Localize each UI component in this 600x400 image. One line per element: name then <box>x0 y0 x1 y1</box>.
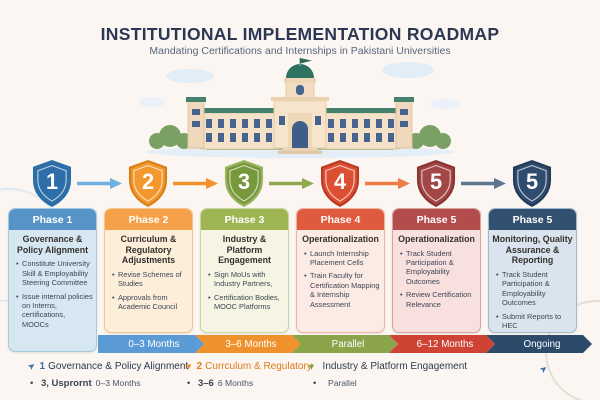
bullet-item: Track Student Participation & Employabil… <box>496 270 573 308</box>
phase-shield-3: 3 <box>222 159 266 209</box>
legend-note-3: Parallel <box>313 378 357 389</box>
bullet-item: Track Student Participation & Employabil… <box>400 249 477 287</box>
phase-bullet-list: Launch Internship Placement Cells Train … <box>297 249 384 318</box>
trees-right <box>408 125 451 149</box>
building-central-block <box>271 58 329 154</box>
university-building-illustration <box>140 58 460 158</box>
phase-header: Phase 1 <box>9 209 96 230</box>
phase-title: Governance & Policy Alignment <box>16 234 89 255</box>
legend-note-bold: 3, Usprornt <box>40 378 92 389</box>
legend-note-2: 3–66 Months <box>187 378 253 389</box>
legend-note-bold: 3–6 <box>197 378 214 389</box>
legend-item-number: 1 <box>39 361 46 372</box>
phase-title: Monitoring, Quality Assurance & Reportin… <box>492 234 573 266</box>
phase-header: Phase 5 <box>489 209 576 230</box>
timeline-label: 6–12 Months <box>416 338 474 350</box>
phase-title: Operationalization <box>302 234 379 244</box>
phase-title: Operationalization <box>398 234 475 244</box>
phase-card-1: Phase 1 Governance & Policy Alignment Co… <box>8 208 97 352</box>
legend-note-rest: Parallel <box>327 378 357 388</box>
legend-item-label: Industry & Platform Engagement <box>322 361 468 372</box>
phase-card-2: Phase 2 Curriculum & Regulatory Adjustme… <box>104 208 193 333</box>
phase-shield-4: 4 <box>318 159 362 209</box>
legend-arrow-icon <box>182 360 195 373</box>
connector-arrow-1 <box>77 178 122 189</box>
bullet-item: Launch Internship Placement Cells <box>304 249 381 268</box>
bullet-item: Constitute University Skill & Employabil… <box>16 259 93 287</box>
timeline-label: Ongoing <box>523 338 561 350</box>
phase-bullet-list: Track Student Participation & Employabil… <box>393 249 480 318</box>
bullet-item: Issue internal policies on Interns, cert… <box>16 292 93 330</box>
bullet-item: Submit Reports to HEC <box>496 312 573 331</box>
trees-left <box>149 125 192 149</box>
legend-item-label: Governance & Policy Alignment <box>48 361 189 372</box>
timeline-label: 3–6 Months <box>225 338 277 350</box>
phase-shield-5: 5 <box>414 159 458 209</box>
legend-arrow-icon <box>537 363 550 376</box>
phase-card-3: Phase 3 Industry & Platform Engagement S… <box>200 208 289 333</box>
phase-card-5: Phase 5 Operationalization Track Student… <box>392 208 481 333</box>
phase-header: Phase 5 <box>393 209 480 230</box>
green-dome <box>286 64 314 78</box>
phase-card-4: Phase 4 Operationalization Launch Intern… <box>296 208 385 333</box>
timeline-segment-1: 0–3 Months <box>98 335 204 353</box>
connector-arrow-2 <box>173 178 218 189</box>
bullet-item: Approvals from Academic Council <box>112 293 189 312</box>
bullet-item: Review Certification Relevance <box>400 290 477 309</box>
connector-arrow-5 <box>461 178 506 189</box>
timeline-segment-4: 6–12 Months <box>389 335 495 353</box>
phase-bullet-list: Constitute University Skill & Employabil… <box>9 259 96 337</box>
building-wings <box>197 108 403 150</box>
phase-bullet-list: Revise Schemes of Studies Approvals from… <box>105 270 192 320</box>
timeline-label: 0–3 Months <box>128 338 180 350</box>
pakistan-flag-icon <box>300 58 312 64</box>
timeline-segment-5: Ongoing <box>486 335 592 353</box>
phase-title: Industry & Platform Engagement <box>218 234 271 266</box>
bullet-item: Train Faculty for Certification Mapping … <box>304 271 381 309</box>
phase-card-6: Phase 5 Monitoring, Quality Assurance & … <box>488 208 577 333</box>
legend-item-4 <box>540 364 555 375</box>
legend-item-number: 2 <box>196 361 203 372</box>
phase-title: Curriculum & Regulatory Adjustments <box>120 234 177 266</box>
legend-item-label: Currculum & Regulatory <box>205 361 312 372</box>
phase-shield-1: 1 <box>30 159 74 209</box>
shield-number: 5 <box>526 169 538 194</box>
bullet-item: Sign MoUs with Industry Partners, <box>208 270 285 289</box>
shield-number: 3 <box>238 169 250 194</box>
legend-note-rest: 6 Months <box>217 378 254 388</box>
page-subtitle: Mandating Certifications and Internships… <box>149 45 451 57</box>
entrance-arch <box>292 121 308 148</box>
shield-number: 4 <box>334 169 346 194</box>
legend-arrow-icon <box>25 360 38 373</box>
legend-item-3: Industry & Platform Engagement <box>305 360 468 373</box>
phase-header: Phase 2 <box>105 209 192 230</box>
phase-shield-6: 5 <box>510 159 554 209</box>
timeline-segment-3: Parallel <box>292 335 398 353</box>
page-title: INSTITUTIONAL IMPLEMENTATION ROADMAP <box>100 24 500 44</box>
phase-header: Phase 4 <box>297 209 384 230</box>
timeline-label: Parallel <box>331 338 365 350</box>
timeline-segment-2: 3–6 Months <box>195 335 301 353</box>
shield-number: 2 <box>142 169 154 194</box>
phase-bullet-list: Sign MoUs with Industry Partners, Certif… <box>201 270 288 320</box>
legend-arrow-icon <box>305 360 318 373</box>
shield-number: 5 <box>430 169 442 194</box>
phase-header: Phase 3 <box>201 209 288 230</box>
connector-arrow-4 <box>365 178 410 189</box>
phase-shield-2: 2 <box>126 159 170 209</box>
bullet-item: Revise Schemes of Studies <box>112 270 189 289</box>
bullet-item: Certification Bodies, MOOC Platforms <box>208 293 285 312</box>
connector-arrow-3 <box>269 178 314 189</box>
legend-note-rest: 0–3 Months <box>95 378 141 388</box>
phase-bullet-list: Track Student Participation & Employabil… <box>489 270 576 332</box>
building-end-towers <box>186 97 414 149</box>
shield-number: 1 <box>46 169 58 194</box>
